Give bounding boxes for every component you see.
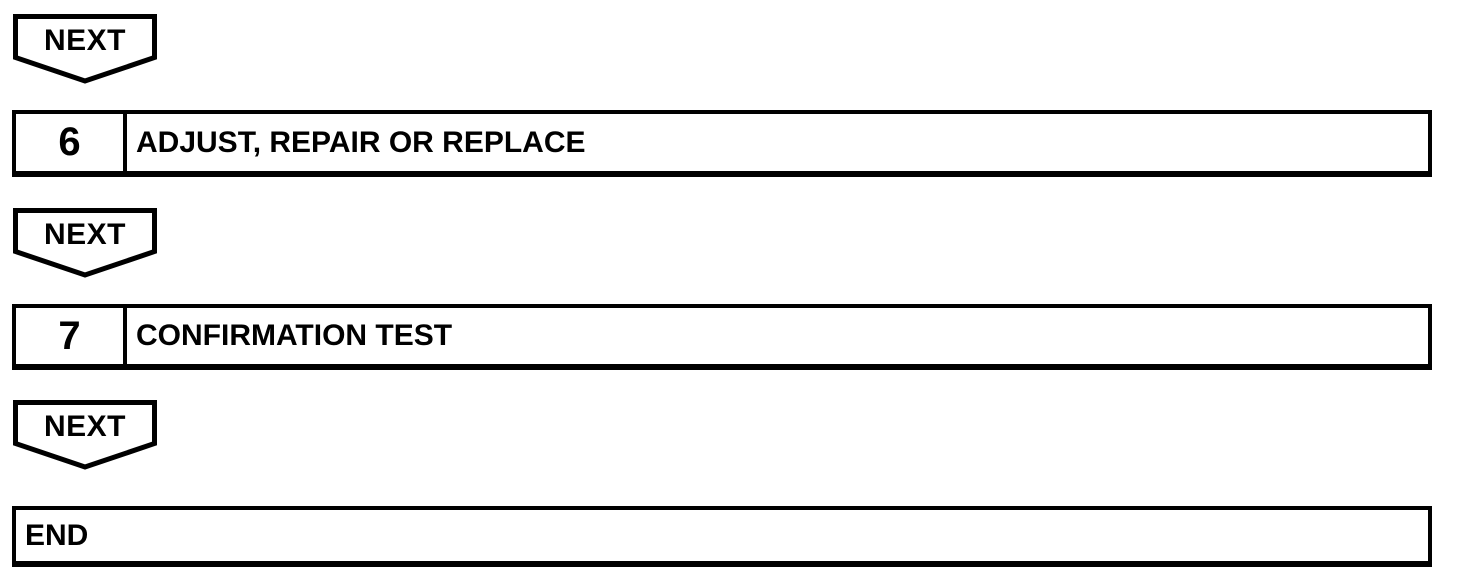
step-title: ADJUST, REPAIR OR REPLACE	[136, 125, 586, 159]
step-title: CONFIRMATION TEST	[136, 319, 453, 352]
next-pennant-icon	[13, 400, 157, 470]
next-connector-label: NEXT	[43, 24, 126, 57]
step-row-7: 7 CONFIRMATION TEST	[12, 304, 1432, 370]
step-number-cell: 7	[16, 308, 127, 364]
next-connector-2: NEXT	[13, 208, 157, 278]
next-connector-label: NEXT	[43, 218, 126, 251]
end-terminal-label: END	[25, 518, 89, 552]
end-terminal-row: END	[12, 506, 1432, 567]
next-pennant-icon	[13, 208, 157, 278]
next-pennant-icon	[13, 14, 157, 84]
step-number-cell: 6	[16, 114, 127, 171]
step-row-6: 6 ADJUST, REPAIR OR REPLACE	[12, 110, 1432, 177]
next-connector-1: NEXT	[13, 14, 157, 84]
next-connector-3: NEXT	[13, 400, 157, 470]
next-connector-label: NEXT	[43, 410, 126, 443]
